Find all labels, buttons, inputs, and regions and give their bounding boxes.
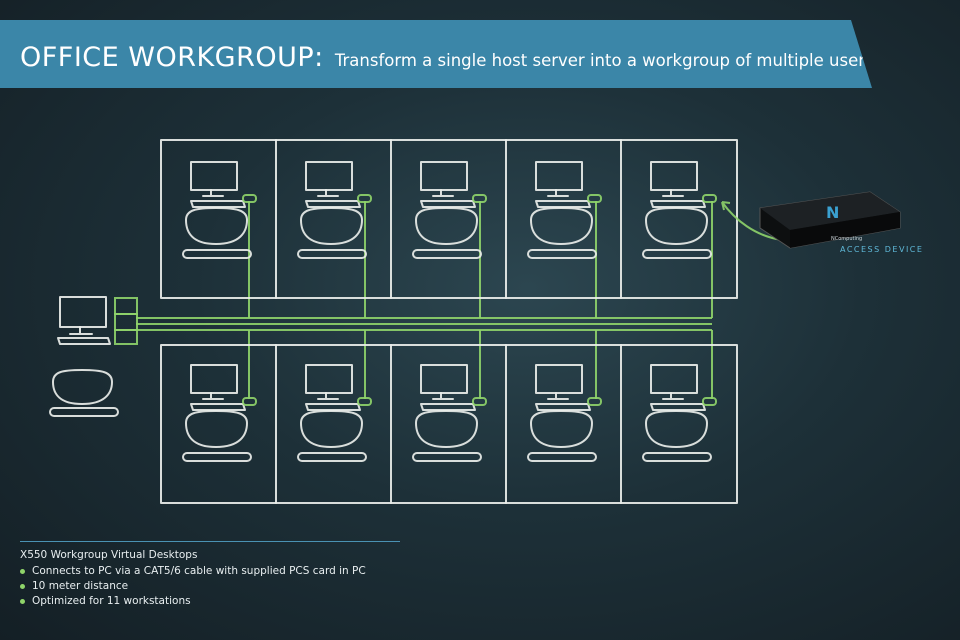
workstation-icon	[297, 161, 372, 259]
list-item-text: Optimized for 11 workstations	[32, 595, 191, 607]
bullet-icon	[20, 599, 25, 604]
cubicle-row-bottom	[160, 344, 738, 504]
host-pc-icon	[49, 296, 119, 417]
list-item: Connects to PC via a CAT5/6 cable with s…	[20, 564, 400, 579]
access-device-icon: N NComputing	[759, 191, 901, 249]
workstation-icon	[182, 364, 257, 462]
workstation-icon	[642, 161, 717, 259]
banner-title: OFFICE WORKGROUP:	[20, 42, 324, 73]
bullet-icon	[20, 584, 25, 589]
workstation-icon	[412, 161, 487, 259]
svg-text:N: N	[826, 203, 839, 222]
list-item-text: Connects to PC via a CAT5/6 cable with s…	[32, 565, 366, 577]
workstation-icon	[527, 364, 602, 462]
notes-panel: X550 Workgroup Virtual Desktops Connects…	[20, 541, 400, 609]
workstation-icon	[412, 364, 487, 462]
banner-subtitle: Transform a single host server into a wo…	[334, 51, 874, 70]
arrow-icon	[721, 201, 783, 241]
list-item: Optimized for 11 workstations	[20, 594, 400, 609]
workstation-icon	[297, 364, 372, 462]
workstation-icon	[182, 161, 257, 259]
bullet-icon	[20, 569, 25, 574]
notes-title: X550 Workgroup Virtual Desktops	[20, 549, 198, 561]
list-item-text: 10 meter distance	[32, 580, 129, 592]
workstation-icon	[527, 161, 602, 259]
notes-list: Connects to PC via a CAT5/6 cable with s…	[20, 564, 400, 609]
workstation-icon	[642, 364, 717, 462]
access-device-label: ACCESS DEVICE	[840, 245, 924, 254]
title-banner: OFFICE WORKGROUP: Transform a single hos…	[0, 20, 872, 88]
device-brand: NComputing	[831, 236, 862, 242]
list-item: 10 meter distance	[20, 579, 400, 594]
network-wiring	[114, 201, 713, 399]
